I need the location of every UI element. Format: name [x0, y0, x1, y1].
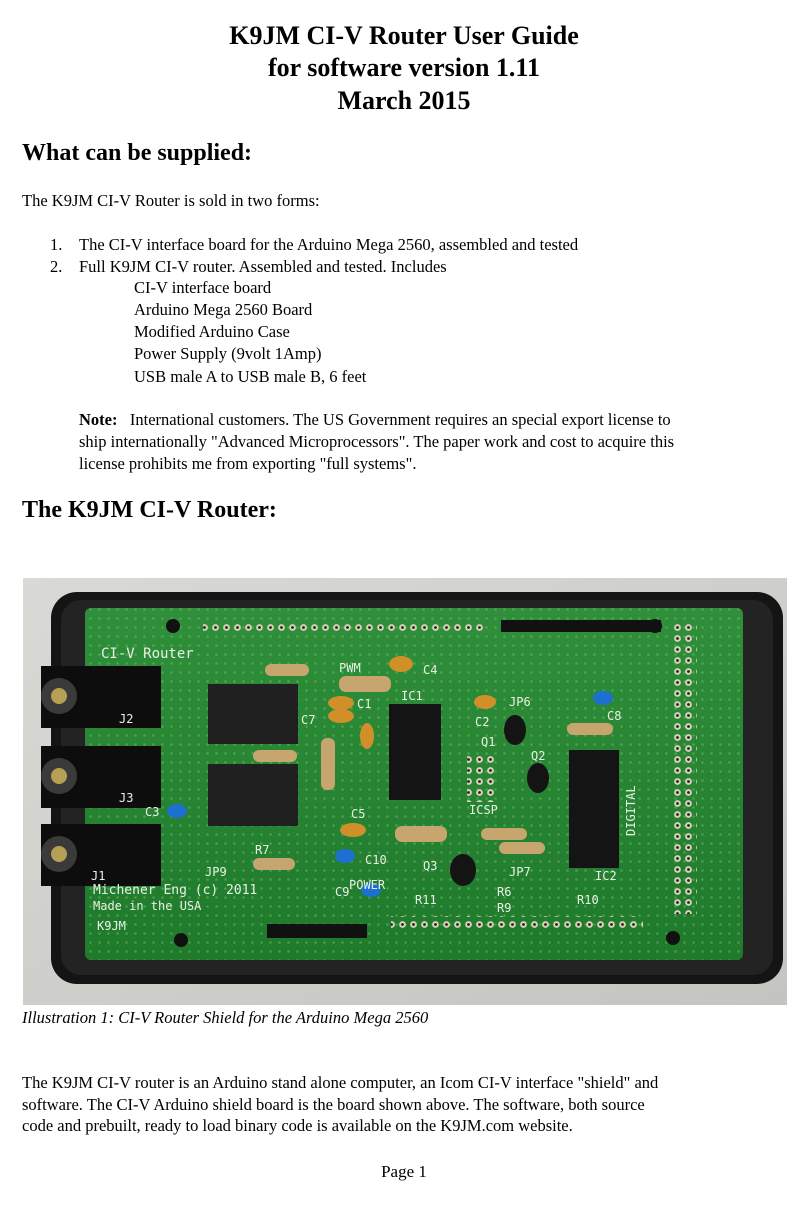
board-label: J2 — [119, 712, 133, 726]
note-line: ship internationally "Advanced Microproc… — [79, 432, 675, 451]
board-maker-text: Michener Eng (c) 2011 — [93, 883, 257, 898]
board-label: C7 — [301, 713, 315, 727]
board-label: C8 — [607, 709, 621, 723]
title-line-3: March 2015 — [337, 86, 471, 115]
board-icsp-text: ICSP — [469, 803, 498, 817]
figure-caption: Illustration 1: CI-V Router Shield for t… — [22, 1008, 429, 1027]
router-board-photo: CI-V Router Michener Eng (c) 2011 Made i… — [23, 578, 787, 1005]
note-line: license prohibits me from exporting "ful… — [79, 454, 417, 473]
board-label: JP6 — [509, 695, 531, 709]
note-line: International customers. The US Governme… — [129, 410, 671, 429]
list-item: Full K9JM CI-V router. Assembled and tes… — [79, 257, 447, 276]
includes-item: USB male A to USB male B, 6 feet — [134, 367, 367, 386]
list-item: The CI-V interface board for the Arduino… — [79, 235, 579, 254]
board-logo-text: K9JM — [97, 919, 126, 933]
board-label: C10 — [365, 853, 387, 867]
board-label: R6 — [497, 885, 511, 899]
board-label: C5 — [351, 807, 365, 821]
note-label: Note: — [79, 410, 118, 429]
includes-item: Power Supply (9volt 1Amp) — [134, 344, 322, 363]
includes-item: Modified Arduino Case — [134, 322, 290, 341]
board-power-text: POWER — [349, 878, 386, 892]
board-title-text: CI-V Router — [101, 646, 194, 662]
board-label: C4 — [423, 663, 437, 677]
board-label: Q3 — [423, 859, 437, 873]
board-label: IC1 — [401, 689, 423, 703]
title-line-1: K9JM CI-V Router User Guide — [229, 21, 579, 50]
section-heading-supplied: What can be supplied: — [22, 140, 253, 166]
board-pwm-text: PWM — [339, 661, 361, 675]
board-label: C1 — [357, 697, 371, 711]
body-line: software. The CI-V Arduino shield board … — [22, 1095, 645, 1114]
board-label: C2 — [475, 715, 489, 729]
board-label: J3 — [119, 791, 133, 805]
board-label: JP9 — [205, 865, 227, 879]
includes-item: CI-V interface board — [134, 278, 272, 297]
board-label: C3 — [145, 805, 159, 819]
list-number: 1. — [50, 235, 63, 254]
body-line: The K9JM CI-V router is an Arduino stand… — [22, 1073, 659, 1092]
intro-paragraph: The K9JM CI-V Router is sold in two form… — [22, 191, 320, 210]
board-label: Q2 — [531, 749, 545, 763]
board-label: R11 — [415, 893, 437, 907]
board-label: R10 — [577, 893, 599, 907]
list-number: 2. — [50, 257, 63, 276]
includes-item: Arduino Mega 2560 Board — [134, 300, 313, 319]
board-label: J1 — [91, 869, 105, 883]
body-line: code and prebuilt, ready to load binary … — [22, 1116, 573, 1135]
board-label: R7 — [255, 843, 269, 857]
title-line-2: for software version 1.11 — [268, 53, 540, 82]
board-label: R9 — [497, 901, 511, 915]
page-number: Page 1 — [381, 1162, 427, 1181]
board-made-in-text: Made in the USA — [93, 899, 202, 913]
board-label: IC2 — [595, 869, 617, 883]
board-label: JP7 — [509, 865, 531, 879]
board-label: Q1 — [481, 735, 495, 749]
board-digital-text: DIGITAL — [624, 785, 638, 836]
section-heading-router: The K9JM CI-V Router: — [22, 497, 277, 523]
board-label: C9 — [335, 885, 349, 899]
